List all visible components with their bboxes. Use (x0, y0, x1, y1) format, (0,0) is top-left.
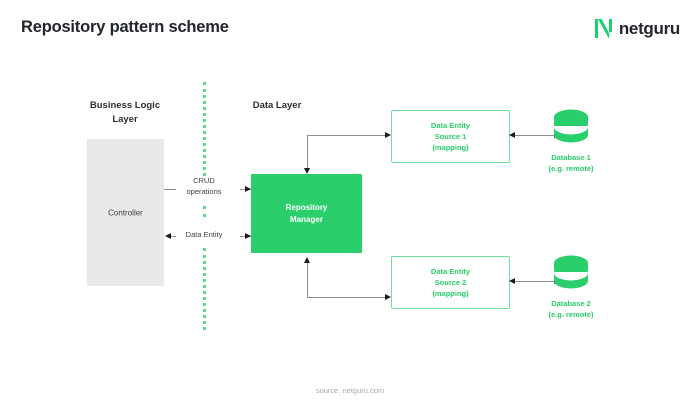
edge-source1-horizontal-line (307, 135, 387, 136)
node-database-2-label: Database 2(e.g. remote) (548, 299, 594, 320)
layer-divider-segment-top (203, 82, 209, 176)
netguru-logo: netguru (594, 19, 680, 38)
layer-divider-segment-middle (203, 206, 209, 217)
page-title: Repository pattern scheme (21, 18, 229, 36)
edge-data-entity-label: Data Entity (185, 230, 223, 239)
edge-source1-vertical-line (307, 135, 308, 169)
edge-data-entity-arrowhead-left-icon (165, 232, 171, 239)
edge-source2-horizontal-line (307, 297, 387, 298)
edge-crud-stub-line (164, 189, 176, 190)
database-cylinder-icon (554, 255, 588, 289)
edge-database2-line (515, 281, 556, 282)
edge-source2-arrowhead-up-icon (303, 257, 310, 263)
layer-divider-segment-bottom (203, 248, 209, 330)
node-database-2[interactable]: Database 2(e.g. remote) (525, 254, 617, 321)
node-controller-label: Controller (108, 208, 143, 217)
edge-database1-line (515, 135, 556, 136)
node-database-1[interactable]: Database 1(e.g. remote) (525, 108, 617, 175)
edge-source1-arrowhead-down-icon (303, 168, 310, 174)
footer-source-credit: source: netguru.com (315, 386, 385, 395)
edge-data-entity-arrowhead-right-icon (245, 232, 251, 239)
edge-database1-arrowhead-left-icon (509, 131, 515, 138)
edge-source2-arrowhead-right-icon (385, 293, 391, 300)
node-database-1-label: Database 1(e.g. remote) (548, 153, 594, 174)
layer-label-data-layer: Data Layer (252, 100, 302, 111)
edge-database2-arrowhead-left-icon (509, 277, 515, 284)
database-cylinder-icon (554, 109, 588, 143)
edge-data-entity-line-left (170, 236, 176, 237)
edge-source2-vertical-line (307, 263, 308, 298)
netguru-wordmark: netguru (618, 19, 680, 38)
node-controller[interactable]: Controller (87, 139, 164, 286)
netguru-n-monogram-icon (594, 19, 612, 38)
edge-crud-arrowhead-icon (245, 185, 251, 192)
edge-source1-arrowhead-right-icon (385, 131, 391, 138)
